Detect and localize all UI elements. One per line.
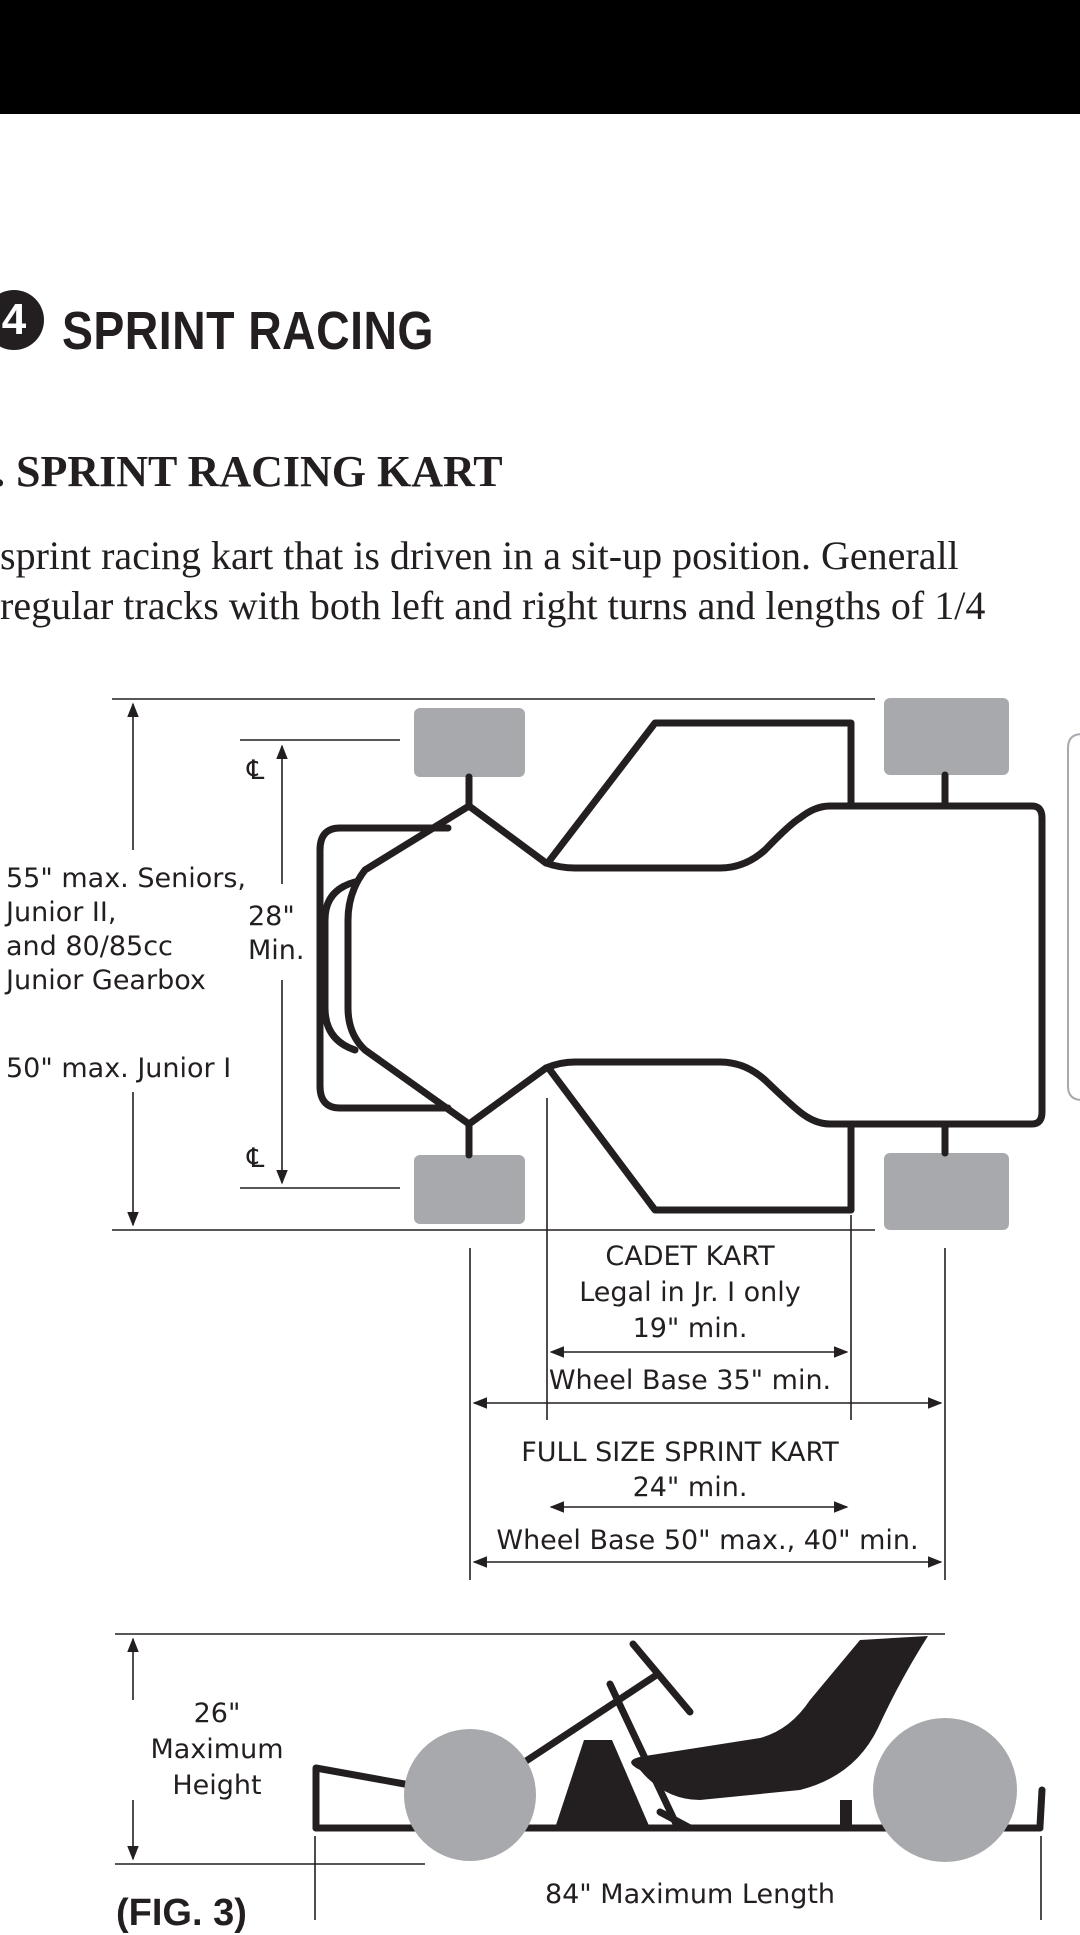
centerline-symbol-bottom: ℄ bbox=[247, 1143, 265, 1174]
cadet-kart-legal: Legal in Jr. I only bbox=[579, 1277, 801, 1308]
track-width-label-line-1: 28" bbox=[248, 901, 295, 932]
height-senior-label-line-1: 55" max. Seniors, bbox=[6, 863, 246, 894]
full-size-track-min: 24" min. bbox=[632, 1472, 748, 1503]
section-title: SPRINT RACING bbox=[62, 301, 434, 361]
full-wheelbase-label: Wheel Base 50" max., 40" min. bbox=[496, 1525, 919, 1556]
centerline-symbol-top: ℄ bbox=[247, 755, 265, 786]
paragraph-line-1: sprint racing kart that is driven in a s… bbox=[0, 533, 959, 578]
height-senior-label-line-3: and 80/85cc bbox=[6, 931, 173, 962]
side-height-line-3: Height bbox=[172, 1770, 262, 1801]
height-senior-label-line-2: Junior II, bbox=[6, 897, 117, 928]
max-length-label: 84" Maximum Length bbox=[544, 1879, 836, 1910]
subsection-title: . SPRINT RACING KART bbox=[0, 447, 503, 496]
height-senior-label-line-4: Junior Gearbox bbox=[6, 965, 206, 996]
side-height-line-2: Maximum bbox=[150, 1734, 284, 1765]
track-width-label-line-2: Min. bbox=[248, 935, 305, 966]
full-size-kart-title: FULL SIZE SPRINT KART bbox=[521, 1437, 839, 1468]
height-junior-label: 50" max. Junior I bbox=[6, 1053, 232, 1084]
cadet-kart-title: CADET KART bbox=[605, 1241, 775, 1272]
top-bar bbox=[0, 0, 1080, 114]
side-height-line-1: 26" bbox=[193, 1698, 241, 1729]
cadet-kart-track-min: 19" min. bbox=[632, 1313, 748, 1344]
paragraph-line-2: regular tracks with both left and right … bbox=[0, 583, 986, 628]
figure-label: (FIG. 3) bbox=[116, 1892, 247, 1934]
cadet-wheelbase-label: Wheel Base 35" min. bbox=[548, 1365, 832, 1396]
